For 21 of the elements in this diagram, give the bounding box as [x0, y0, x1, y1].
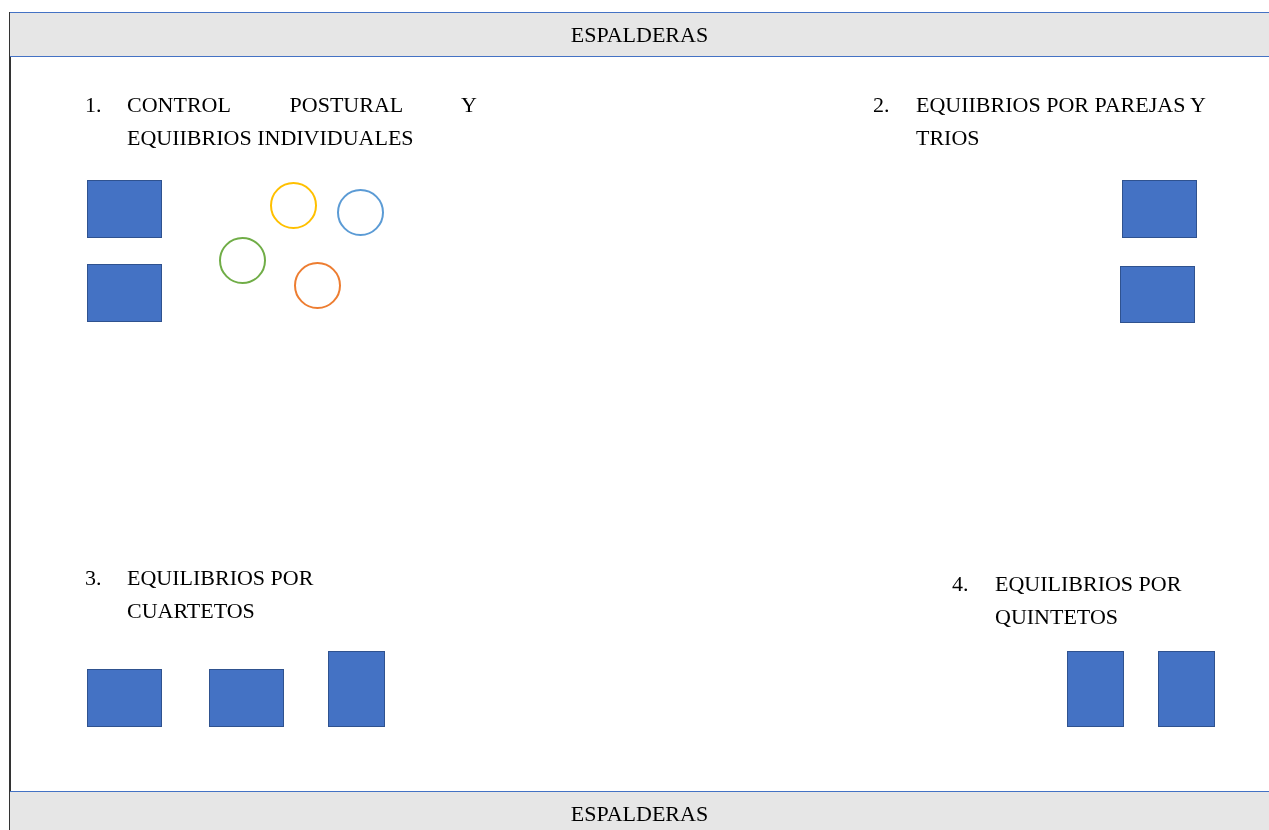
mat-rectangle: [1067, 651, 1124, 727]
band-label: ESPALDERAS: [570, 21, 709, 49]
mat-rectangle: [87, 669, 162, 727]
list-number: 1.: [85, 91, 102, 119]
wall-bars-band: [10, 12, 1269, 57]
list-number: 3.: [85, 564, 102, 592]
section-heading: CONTROL POSTURAL Y EQUIIBRIOS INDIVIDUALES: [127, 91, 477, 152]
section-heading: EQUILIBRIOS POR QUINTETOS: [995, 570, 1183, 631]
wall-bars-band: [10, 791, 1269, 830]
band-label: ESPALDERAS: [570, 800, 709, 828]
list-number: 4.: [952, 570, 969, 598]
mat-rectangle: [1158, 651, 1215, 727]
mat-rectangle: [209, 669, 284, 727]
mat-rectangle: [328, 651, 385, 727]
section-heading: EQUIIBRIOS POR PAREJAS Y TRIOS: [916, 91, 1207, 152]
section-heading: EQUILIBRIOS POR CUARTETOS: [127, 564, 315, 625]
list-number: 2.: [873, 91, 890, 119]
mat-rectangle: [87, 180, 162, 238]
mat-rectangle: [1120, 266, 1195, 323]
mat-rectangle: [1122, 180, 1197, 238]
mat-rectangle: [87, 264, 162, 322]
